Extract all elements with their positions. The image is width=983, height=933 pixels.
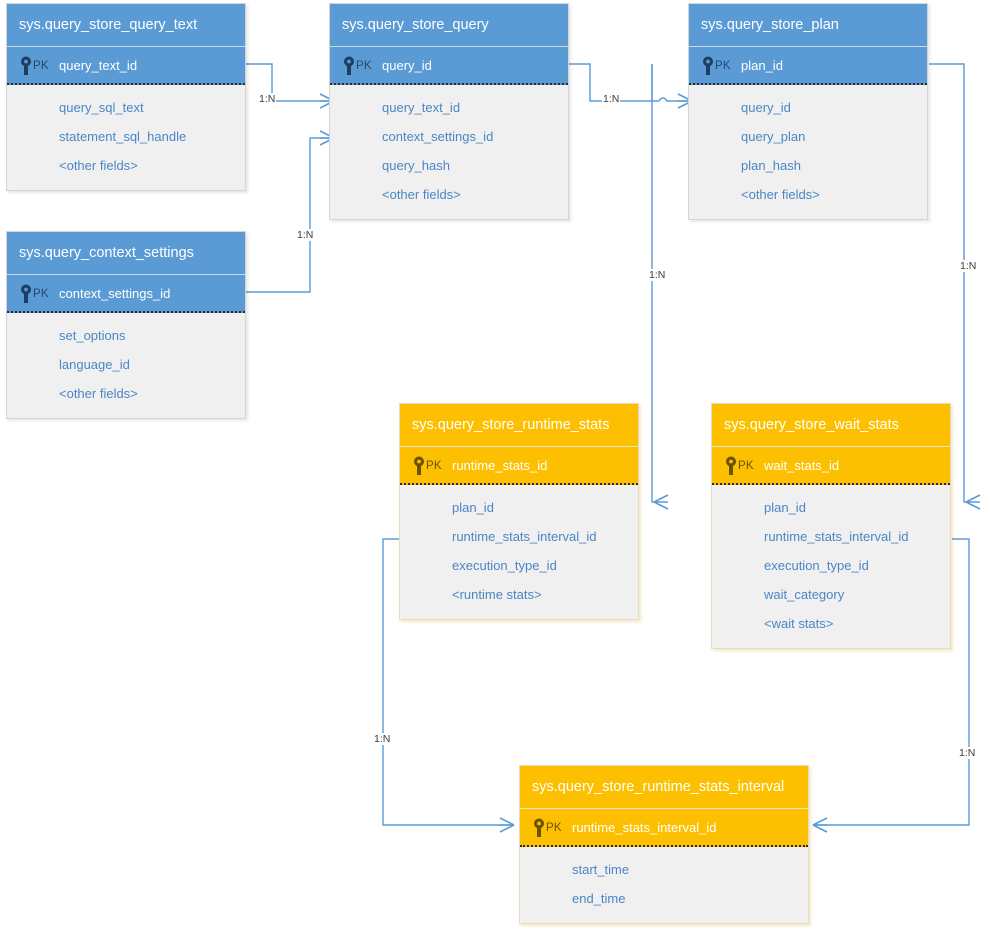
- entity-title: sys.query_context_settings: [7, 232, 245, 275]
- entity-field-list: start_time end_time: [520, 847, 808, 923]
- connector-plan-to-runtime: [651, 64, 669, 510]
- key-icon: [703, 56, 713, 75]
- pk-tag: PK: [738, 460, 754, 472]
- key-icon: [21, 56, 31, 75]
- entity-primary-key-row[interactable]: PK query_id: [330, 47, 568, 85]
- entity-field: plan_hash: [741, 158, 801, 173]
- relationship-label-query-plan: 1:N: [602, 93, 621, 105]
- entity-field: plan_id: [764, 500, 806, 515]
- entity-field: statement_sql_handle: [59, 129, 187, 144]
- entity-primary-key-row[interactable]: PK plan_id: [689, 47, 927, 85]
- entity-field: set_options: [59, 328, 126, 343]
- relationship-label-text-query: 1:N: [258, 93, 277, 105]
- entity-field: wait_category: [764, 587, 845, 602]
- relationship-label-plan-wait: 1:N: [959, 260, 978, 272]
- entity-query-store-runtime-stats-interval[interactable]: sys.query_store_runtime_stats_interval P…: [519, 765, 809, 924]
- relationship-label-interval-wait: 1:N: [958, 747, 977, 759]
- entity-field: query_text_id: [382, 100, 461, 115]
- connector-query-to-plan: [569, 63, 693, 109]
- entity-primary-key-row[interactable]: PK runtime_stats_id: [400, 447, 638, 485]
- key-icon: [414, 456, 424, 475]
- key-icon: [344, 56, 354, 75]
- key-icon: [534, 818, 544, 837]
- relationship-label-plan-runtime: 1:N: [648, 269, 667, 281]
- entity-field: execution_type_id: [452, 558, 557, 573]
- entity-query-store-runtime-stats[interactable]: sys.query_store_runtime_stats PK runtime…: [399, 403, 639, 620]
- entity-query-store-query[interactable]: sys.query_store_query PK query_id query_…: [329, 3, 569, 220]
- entity-field: <wait stats>: [764, 616, 834, 631]
- entity-title: sys.query_store_runtime_stats_interval: [520, 766, 808, 809]
- entity-primary-key-row[interactable]: PK wait_stats_id: [712, 447, 950, 485]
- key-icon: [21, 284, 31, 303]
- entity-field: context_settings_id: [382, 129, 494, 144]
- key-icon: [726, 456, 736, 475]
- entity-field: execution_type_id: [764, 558, 869, 573]
- entity-title: sys.query_store_plan: [689, 4, 927, 47]
- pk-tag: PK: [33, 288, 49, 300]
- pk-tag: PK: [33, 60, 49, 72]
- entity-field: language_id: [59, 357, 130, 372]
- pk-tag: PK: [546, 822, 562, 834]
- entity-field-list: set_options language_id <other fields>: [7, 313, 245, 418]
- relationship-label-interval-runtime: 1:N: [373, 733, 392, 745]
- entity-field-list: query_text_id context_settings_id query_…: [330, 85, 568, 219]
- pk-field-name: runtime_stats_interval_id: [572, 820, 717, 835]
- entity-title: sys.query_store_query_text: [7, 4, 245, 47]
- entity-field: query_sql_text: [59, 100, 144, 115]
- entity-field: <other fields>: [741, 187, 820, 202]
- entity-field: <other fields>: [59, 158, 138, 173]
- entity-query-store-query-text[interactable]: sys.query_store_query_text PK query_text…: [6, 3, 246, 191]
- entity-field: query_plan: [741, 129, 806, 144]
- entity-field: start_time: [572, 862, 630, 877]
- entity-primary-key-row[interactable]: PK query_text_id: [7, 47, 245, 85]
- entity-field: query_hash: [382, 158, 450, 173]
- entity-field: plan_id: [452, 500, 494, 515]
- pk-field-name: wait_stats_id: [764, 458, 840, 473]
- entity-field: <other fields>: [59, 386, 138, 401]
- entity-field: <other fields>: [382, 187, 461, 202]
- entity-title: sys.query_store_query: [330, 4, 568, 47]
- entity-field: runtime_stats_interval_id: [452, 529, 597, 544]
- pk-tag: PK: [715, 60, 731, 72]
- entity-field: <runtime stats>: [452, 587, 542, 602]
- entity-field: query_id: [741, 100, 791, 115]
- relationship-label-context-query: 1:N: [296, 229, 315, 241]
- pk-tag: PK: [426, 460, 442, 472]
- pk-tag: PK: [356, 60, 372, 72]
- entity-query-context-settings[interactable]: sys.query_context_settings PK context_se…: [6, 231, 246, 419]
- pk-field-name: runtime_stats_id: [452, 458, 548, 473]
- pk-field-name: plan_id: [741, 58, 783, 73]
- entity-query-store-plan[interactable]: sys.query_store_plan PK plan_id query_id…: [688, 3, 928, 220]
- entity-field: end_time: [572, 891, 626, 906]
- entity-title: sys.query_store_runtime_stats: [400, 404, 638, 447]
- entity-field: runtime_stats_interval_id: [764, 529, 909, 544]
- entity-field-list: query_id query_plan plan_hash <other fie…: [689, 85, 927, 219]
- pk-field-name: query_text_id: [59, 58, 138, 73]
- pk-field-name: context_settings_id: [59, 286, 171, 301]
- connector-context-to-query: [246, 130, 335, 293]
- entity-title: sys.query_store_wait_stats: [712, 404, 950, 447]
- entity-query-store-wait-stats[interactable]: sys.query_store_wait_stats PK wait_stats…: [711, 403, 951, 649]
- entity-primary-key-row[interactable]: PK context_settings_id: [7, 275, 245, 313]
- entity-primary-key-row[interactable]: PK runtime_stats_interval_id: [520, 809, 808, 847]
- entity-field-list: plan_id runtime_stats_interval_id execut…: [712, 485, 950, 648]
- entity-field-list: plan_id runtime_stats_interval_id execut…: [400, 485, 638, 619]
- entity-field-list: query_sql_text statement_sql_handle <oth…: [7, 85, 245, 190]
- pk-field-name: query_id: [382, 58, 432, 73]
